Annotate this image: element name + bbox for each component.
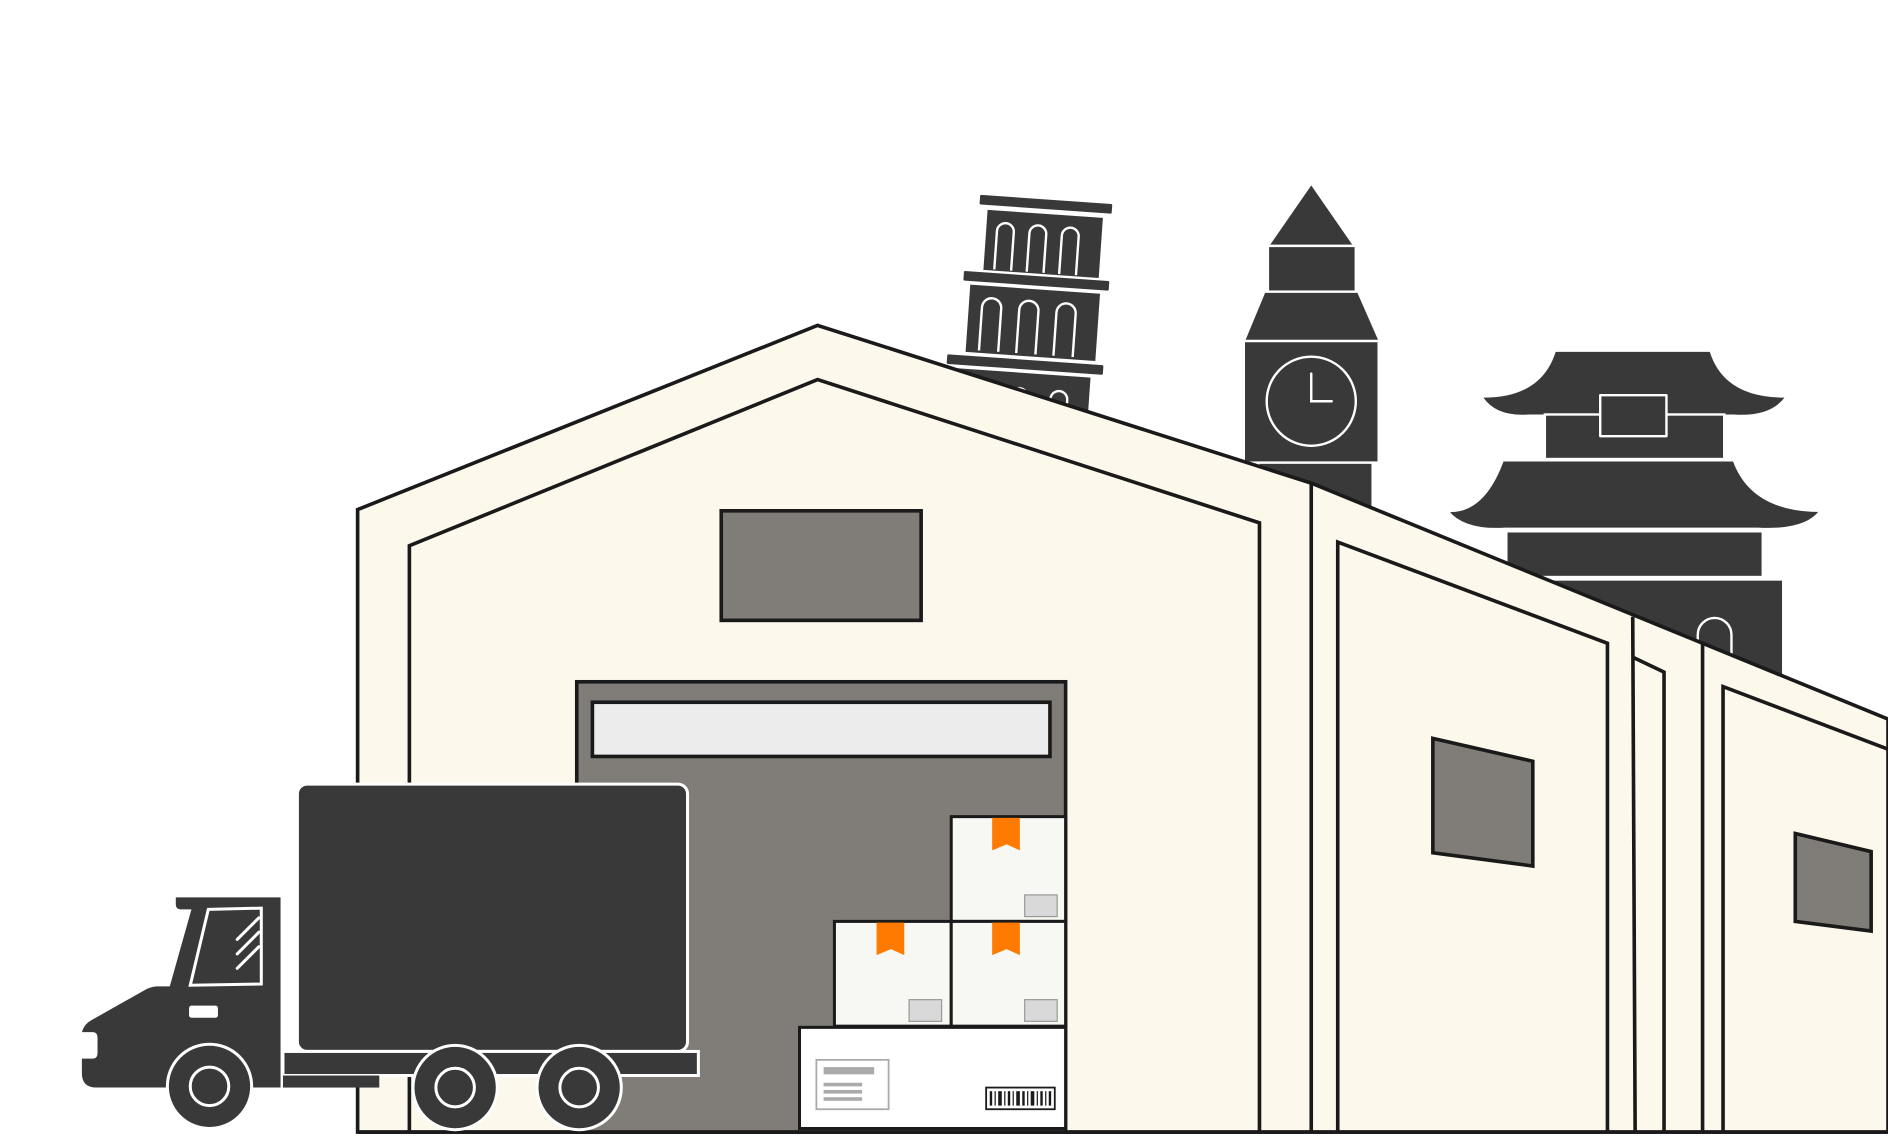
truck-cab [81,897,281,1088]
truck-cargo [295,782,690,1053]
package-box-icon [832,919,953,1028]
truck-wheel [535,1043,623,1132]
package-box-icon [798,1025,1068,1131]
truck-icon [81,782,700,1132]
leaning-tower-icon [946,194,1113,426]
package-box-icon [949,815,1068,923]
door-handle [189,1005,218,1018]
warehouse-window [719,509,923,623]
warehouse-window [1431,736,1535,869]
door-panel [590,700,1052,759]
warehouse-window [1793,831,1873,934]
barcode-icon [985,1086,1056,1111]
truck-wheel [165,1042,254,1131]
truck-window [188,906,263,987]
package-stack [798,815,1068,1131]
truck-wheel [411,1043,499,1132]
package-box-icon [949,919,1068,1028]
